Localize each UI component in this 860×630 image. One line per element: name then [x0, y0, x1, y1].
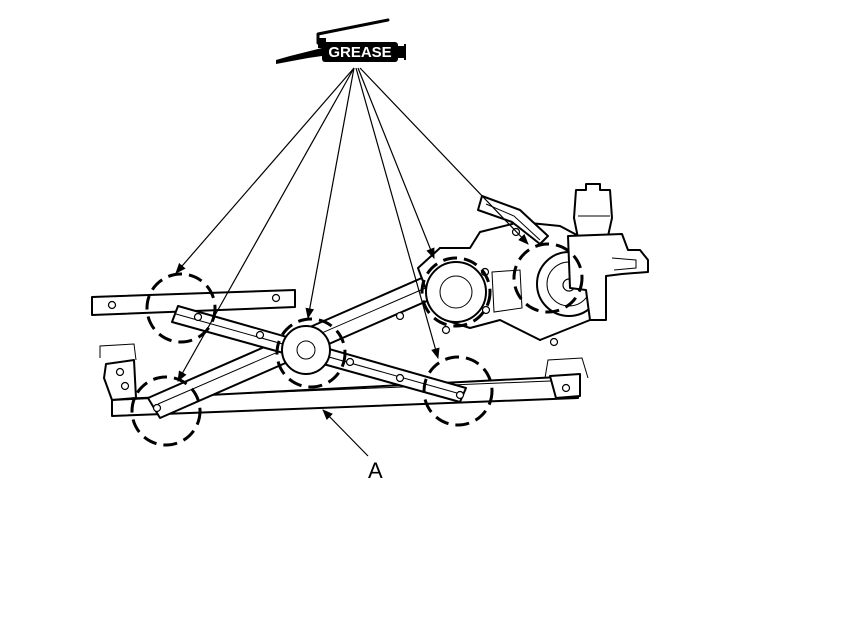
- left-mounting-bracket: [99, 343, 137, 401]
- callout-a-label: A: [368, 458, 383, 483]
- grease-point: [420, 256, 492, 328]
- front-rail: [91, 289, 296, 316]
- grease-points: [130, 242, 584, 447]
- grease-point: [422, 355, 494, 427]
- regulator-motor: [567, 183, 649, 321]
- grease-point: [512, 242, 584, 314]
- center-pivot: [281, 325, 331, 375]
- grease-point: [145, 272, 217, 344]
- right-mounting-bracket: [544, 357, 589, 399]
- callout-a: A: [322, 409, 383, 483]
- grease-gun-icon: GREASE: [276, 18, 406, 64]
- grease-label: GREASE: [328, 44, 391, 61]
- grease-leader-lines: [175, 67, 529, 382]
- grease-point: [130, 375, 202, 447]
